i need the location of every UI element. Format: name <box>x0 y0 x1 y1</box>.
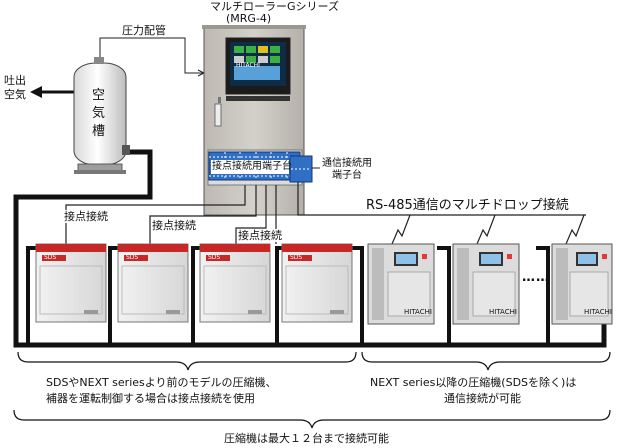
sds-badge: SDS <box>208 254 221 261</box>
sds-badge: SDS <box>290 254 303 261</box>
controller-title-line1: マルチローラーGシリーズ <box>210 0 339 13</box>
bottom-note: 圧縮機は最大１２台まで接続可能 <box>224 432 389 445</box>
next-compressor <box>452 243 520 325</box>
contact-terminal-block <box>208 151 301 181</box>
air-tank-label-1: 空 <box>92 88 106 103</box>
rs485-label: RS-485通信のマルチドロップ接続 <box>366 198 569 213</box>
contact-terminal-label: 接点接続用端子台 <box>212 161 292 172</box>
next-compressor <box>367 243 435 325</box>
controller-title-line2: (MRG-4) <box>226 12 272 25</box>
discharge-label-line1: 吐出 <box>4 74 26 87</box>
right-note-line2: 通信接続が可能 <box>444 392 521 405</box>
contact-connection-label-3: 接点接続 <box>238 229 282 242</box>
next-brand: HITACHI <box>584 308 612 316</box>
air-tank-label-3: 槽 <box>92 124 106 139</box>
sds-compressor <box>117 243 189 323</box>
sds-badge: SDS <box>44 254 57 261</box>
sds-compressor <box>281 243 353 323</box>
comm-terminal-label-line1: 通信接続用 <box>322 158 372 169</box>
air-tank <box>73 57 130 174</box>
discharge-label-line2: 空気 <box>4 88 26 101</box>
controller-cabinet <box>202 25 306 216</box>
comm-terminal-label-line2: 端子台 <box>332 170 362 181</box>
controller-brand: HITACHI <box>236 62 260 69</box>
right-note-line1: NEXT series以降の圧縮機(SDSを除く)は <box>370 376 577 389</box>
contact-connection-label-1: 接点接続 <box>64 210 108 223</box>
sds-compressor <box>35 243 107 323</box>
next-brand: HITACHI <box>489 308 517 316</box>
pressure-pipe <box>99 37 205 77</box>
next-brand: HITACHI <box>404 308 432 316</box>
air-tank-label-2: 気 <box>92 106 106 121</box>
sds-compressor <box>199 243 271 323</box>
group-braces <box>13 351 611 429</box>
sds-badge: SDS <box>126 254 139 261</box>
discharge-arrow <box>30 86 76 98</box>
rs485-wiring <box>297 182 586 245</box>
next-compressor <box>551 243 613 325</box>
left-note-line2: 補器を運転制御する場合は接点接続を使用 <box>46 392 255 405</box>
comm-terminal-block <box>289 155 320 183</box>
contact-connection-label-2: 接点接続 <box>152 219 196 232</box>
more-compressors-ellipsis: …… <box>522 270 550 285</box>
left-note-line1: SDSやNEXT seriesより前のモデルの圧縮機、 <box>46 376 277 389</box>
pressure-pipe-label: 圧力配管 <box>122 24 166 37</box>
